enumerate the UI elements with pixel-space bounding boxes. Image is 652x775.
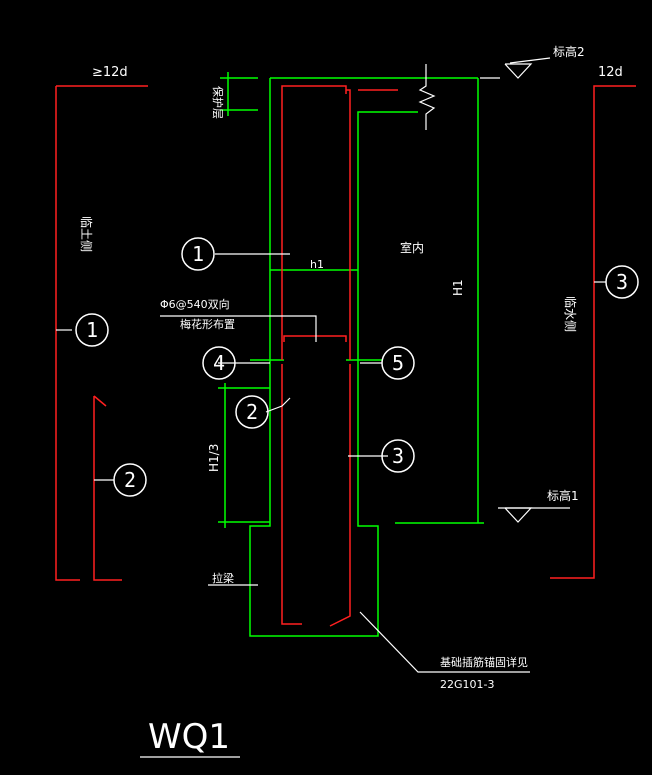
callout-circle-3-right xyxy=(605,265,639,299)
left-inner-hook xyxy=(93,395,107,407)
callout-circle-3-mid xyxy=(381,439,415,473)
left-inner-bracket xyxy=(93,396,122,581)
annotations xyxy=(56,57,606,758)
callout-circle-4 xyxy=(202,346,236,380)
elev2-triangle xyxy=(504,63,533,79)
tie-layout-label: 梅花形布置 xyxy=(180,317,235,331)
elev2-leader xyxy=(509,57,551,64)
tie-bar-label: Φ6@540双向 xyxy=(160,297,230,311)
H1-3-label: H1/3 xyxy=(207,444,221,472)
inside-label: 临水侧 xyxy=(563,296,577,332)
callout-circle-2-mid xyxy=(235,395,269,429)
left-outer-bracket xyxy=(55,86,80,581)
callout-2-mid-label: 2 xyxy=(246,400,258,424)
atlas-label: 22G101-3 xyxy=(440,678,494,691)
callout-1-top-label: 1 xyxy=(192,242,204,266)
cover-label: 保护层 xyxy=(211,86,225,119)
wall-outline xyxy=(218,72,484,637)
callout-1-left-label: 1 xyxy=(86,318,98,342)
H1-label: H1 xyxy=(451,279,465,296)
anchor-right-label: 12d xyxy=(598,65,623,80)
tie-bar-leader xyxy=(160,315,317,342)
rebar-inner-lower xyxy=(329,364,351,627)
outside-label: 临土侧 xyxy=(79,216,93,252)
break-symbol xyxy=(418,64,436,130)
callout-3-right-label: 3 xyxy=(616,270,628,294)
foundation-label: 基础插筋锚固详见 xyxy=(440,655,528,669)
elev1-label: 标高1 xyxy=(547,488,579,503)
rebar-inner-upper xyxy=(346,89,351,360)
drawing-title: WQ1 xyxy=(148,717,230,757)
wall-outer-profile xyxy=(249,78,418,637)
rebar-lines xyxy=(55,85,636,627)
indoor-label: 室内 xyxy=(400,240,424,255)
callout-4-label: 4 xyxy=(213,351,225,375)
callout-5-label: 5 xyxy=(392,351,404,375)
leader-c2-mid xyxy=(265,397,291,413)
callout-circle-2-left xyxy=(113,463,147,497)
anchor-left-label: ≥12d xyxy=(92,65,128,80)
h1-label: h1 xyxy=(310,258,324,271)
pull-beam-label: 拉梁 xyxy=(212,571,234,585)
callout-circle-1-top xyxy=(181,237,215,271)
tie-bar-red xyxy=(283,335,347,342)
foundation-leader xyxy=(359,611,530,673)
callout-circles: 1 1 2 2 3 3 4 5 xyxy=(75,237,639,497)
rebar-outer-bottom xyxy=(281,580,302,625)
right-bracket xyxy=(550,85,636,579)
elev1-triangle xyxy=(504,507,533,523)
text-labels: ≥12d 12d 标高2 标高1 室内 h1 Φ6@540双向 梅花形布置 基础… xyxy=(79,44,623,757)
callout-2-left-label: 2 xyxy=(124,468,136,492)
elev2-label: 标高2 xyxy=(553,44,585,59)
callout-3-mid-label: 3 xyxy=(392,444,404,468)
callout-circle-5 xyxy=(381,346,415,380)
callout-circle-1-left xyxy=(75,313,109,347)
rebar-outer-vertical xyxy=(281,85,347,360)
